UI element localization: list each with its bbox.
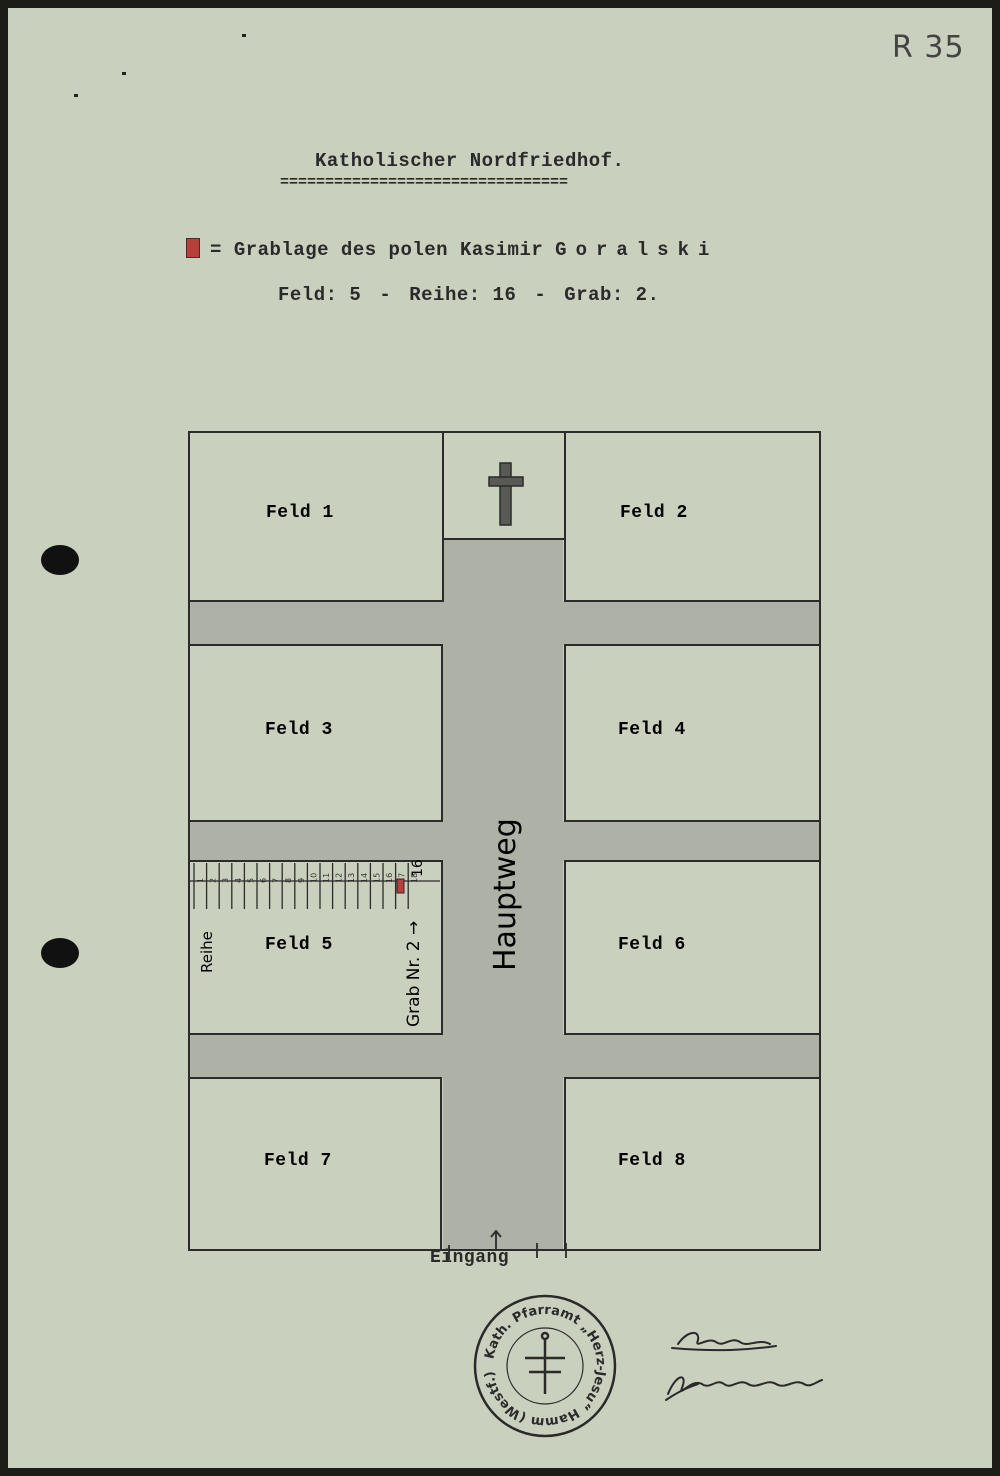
location-grab: Grab: 2. [564, 284, 660, 306]
legend-text: Grablage des polen Kasimir [233, 239, 544, 261]
paper-speck [74, 94, 78, 97]
parish-seal-stamp: Kath. Pfarramt „Herz-Jesu“ Hamm (Westf.) [473, 1294, 617, 1438]
field-4-label: Feld 4 [618, 720, 686, 740]
grave-marker [396, 878, 405, 894]
row-number: 5 [246, 878, 255, 883]
row-number: 2 [209, 878, 218, 883]
row-number: 8 [284, 878, 293, 883]
field-5-box [188, 860, 443, 1035]
row-number: 16 [385, 873, 394, 883]
grave-location-line: Feld: 5-Reihe: 16-Grab: 2. [278, 284, 659, 306]
row-number: 17 [398, 873, 407, 883]
row-number: 7 [272, 878, 281, 883]
field-1-label: Feld 1 [266, 503, 334, 523]
grave-marker-swatch [186, 238, 200, 258]
archive-reference: R 35 [892, 30, 965, 65]
cross-path-3 [188, 1034, 821, 1078]
location-separator: - [534, 284, 547, 306]
handwritten-signature [658, 1322, 838, 1416]
legend-line: = Grablage des polen Kasimir Goralski [186, 238, 718, 261]
entrance-label: Eingang [430, 1248, 510, 1268]
row-16-marker: 16 [410, 859, 426, 877]
field-2-box [564, 431, 821, 602]
row-number: 12 [335, 873, 344, 883]
row-number: 11 [322, 873, 331, 883]
parish-seal: Kath. Pfarramt „Herz-Jesu“ Hamm (Westf.) [471, 1292, 619, 1444]
cross-path-2 [188, 821, 821, 861]
legend-prefix: = [210, 239, 222, 261]
cross-path-1 [188, 601, 821, 645]
seal-cross-icon [525, 1331, 565, 1394]
row-number: 6 [259, 878, 268, 883]
row-number: 1 [196, 878, 205, 883]
row-number: 10 [309, 873, 318, 883]
entrance-marks [448, 1229, 567, 1260]
chapel-cross-icon [488, 462, 524, 526]
main-path [443, 539, 563, 1249]
field-2-label: Feld 2 [620, 503, 688, 523]
paper-speck [122, 72, 126, 75]
map-outlines [188, 431, 821, 1251]
legend-name: Goralski [555, 239, 719, 261]
field-3-label: Feld 3 [265, 720, 333, 740]
punch-hole-upper [41, 545, 79, 575]
field-4-box [564, 644, 821, 822]
location-reihe: Reihe: 16 [409, 284, 517, 306]
row-number: 9 [297, 878, 306, 883]
map-border [188, 431, 821, 1251]
field-7-label: Feld 7 [264, 1151, 332, 1171]
row-number: 4 [234, 878, 243, 883]
row-number: 18 [410, 873, 419, 883]
row-number: 3 [221, 878, 230, 883]
paper-speck [242, 34, 246, 37]
main-path-label: Hauptweg [488, 818, 523, 971]
paths [188, 539, 821, 1249]
title-underline: ================================ [280, 174, 569, 191]
location-separator: - [379, 284, 392, 306]
grave-number-label: Grab Nr. 2 → [404, 921, 424, 1027]
field-8-box [564, 1077, 821, 1251]
field-8-label: Feld 8 [618, 1151, 686, 1171]
field-6-label: Feld 6 [618, 935, 686, 955]
punch-hole-lower [41, 938, 79, 968]
field-3-box [188, 644, 443, 822]
field-5-label: Feld 5 [265, 935, 333, 955]
document-sheet: R 35 Katholischer Nordfriedhof. ========… [8, 8, 992, 1468]
field-6-box [564, 860, 821, 1035]
field-7-box [188, 1077, 442, 1251]
row-label: Reihe [198, 931, 216, 973]
location-feld: Feld: 5 [278, 284, 362, 306]
row-number: 13 [347, 873, 356, 883]
row-number: 15 [372, 873, 381, 883]
document-title: Katholischer Nordfriedhof. [315, 150, 625, 172]
field-1-box [188, 431, 444, 602]
row-number: 14 [360, 873, 369, 883]
signature-drawing [665, 1332, 823, 1401]
